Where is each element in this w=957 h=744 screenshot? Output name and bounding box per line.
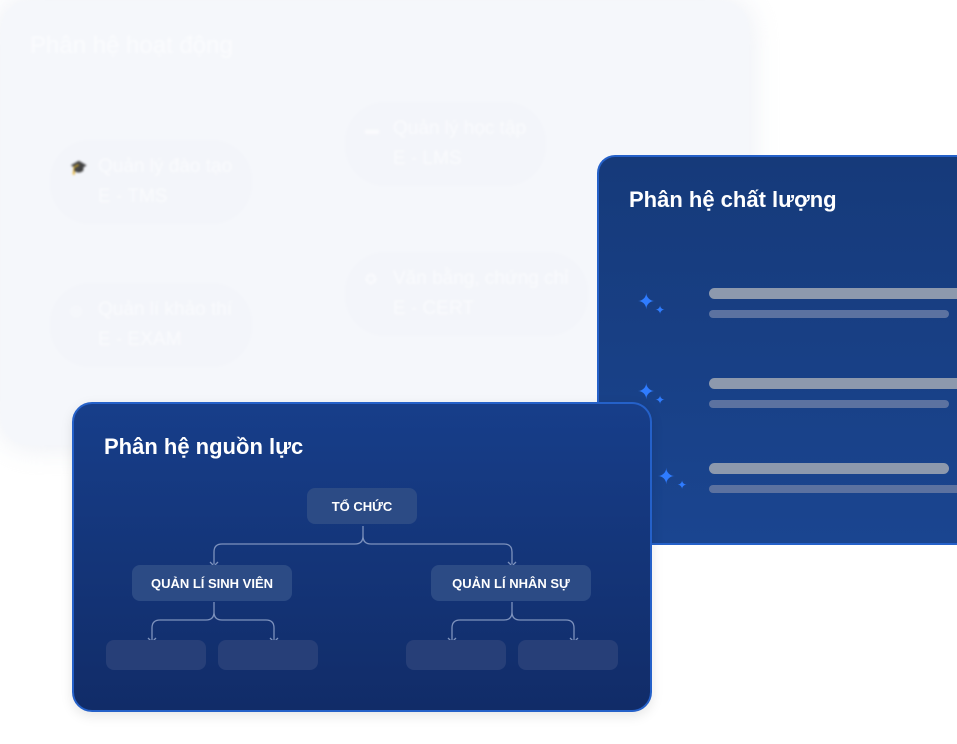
sparkle-icon: ✦ [677, 478, 688, 492]
placeholder-line [709, 378, 957, 389]
resource-card: Phân hệ nguồn lực TỔ CHỨC QUẢN LÍ SINH V… [72, 402, 652, 712]
exam-icon: ◎ [70, 302, 83, 318]
sparkle-icon: ✦ [657, 464, 676, 489]
book-icon: ▬ [365, 121, 379, 137]
org-node-students: QUẢN LÍ SINH VIÊN [132, 565, 292, 601]
org-node-placeholder [518, 640, 618, 670]
item-name: Quản lý học tập [393, 118, 527, 139]
org-node-root: TỔ CHỨC [307, 488, 417, 524]
activity-item-exam: ◎ Quản lí khảo thí E - EXAM [50, 283, 253, 367]
item-code: E - EXAM [98, 329, 182, 350]
quality-row: ✦✦ [599, 288, 957, 337]
activity-title: Phân hệ hoạt động [30, 32, 233, 59]
placeholder-line [709, 288, 957, 299]
resource-title: Phân hệ nguồn lực [104, 434, 304, 459]
activity-item-tms: 🎓 Quản lý đào tạo E - TMS [50, 140, 253, 224]
graduation-cap-icon: 🎓 [70, 159, 88, 175]
org-node-placeholder [218, 640, 318, 670]
sparkle-icon: ✦ [655, 303, 666, 317]
quality-title: Phân hệ chất lượng [629, 187, 837, 212]
placeholder-line [709, 400, 949, 408]
org-node-staff: QUẢN LÍ NHÂN SỰ [431, 565, 591, 601]
quality-row: ✦✦ [599, 378, 957, 427]
placeholder-line [709, 463, 949, 474]
activity-item-lms: ▬ Quản lý học tập E - LMS [345, 102, 547, 186]
org-node-placeholder [406, 640, 506, 670]
sparkle-icon: ✦ [655, 393, 666, 407]
placeholder-line [709, 485, 957, 493]
item-code: E - TMS [98, 186, 168, 207]
item-code: E - LMS [393, 148, 462, 169]
sparkle-icon: ✦ [637, 379, 656, 404]
item-code: E - CERT [393, 298, 474, 319]
org-node-placeholder [106, 640, 206, 670]
quality-card: Phân hệ chất lượng ✦✦ ✦✦ ✦✦ [597, 155, 957, 545]
sparkle-icon: ✦ [637, 289, 656, 314]
item-name: Quản lí khảo thí [98, 299, 233, 320]
award-icon: ✪ [365, 271, 377, 287]
placeholder-line [709, 310, 949, 318]
item-name: Văn bằng, chứng chỉ [393, 268, 569, 289]
activity-item-cert: ✪ Văn bằng, chứng chỉ E - CERT [345, 252, 589, 336]
quality-row: ✦✦ [599, 463, 957, 512]
item-name: Quản lý đào tạo [98, 156, 233, 177]
